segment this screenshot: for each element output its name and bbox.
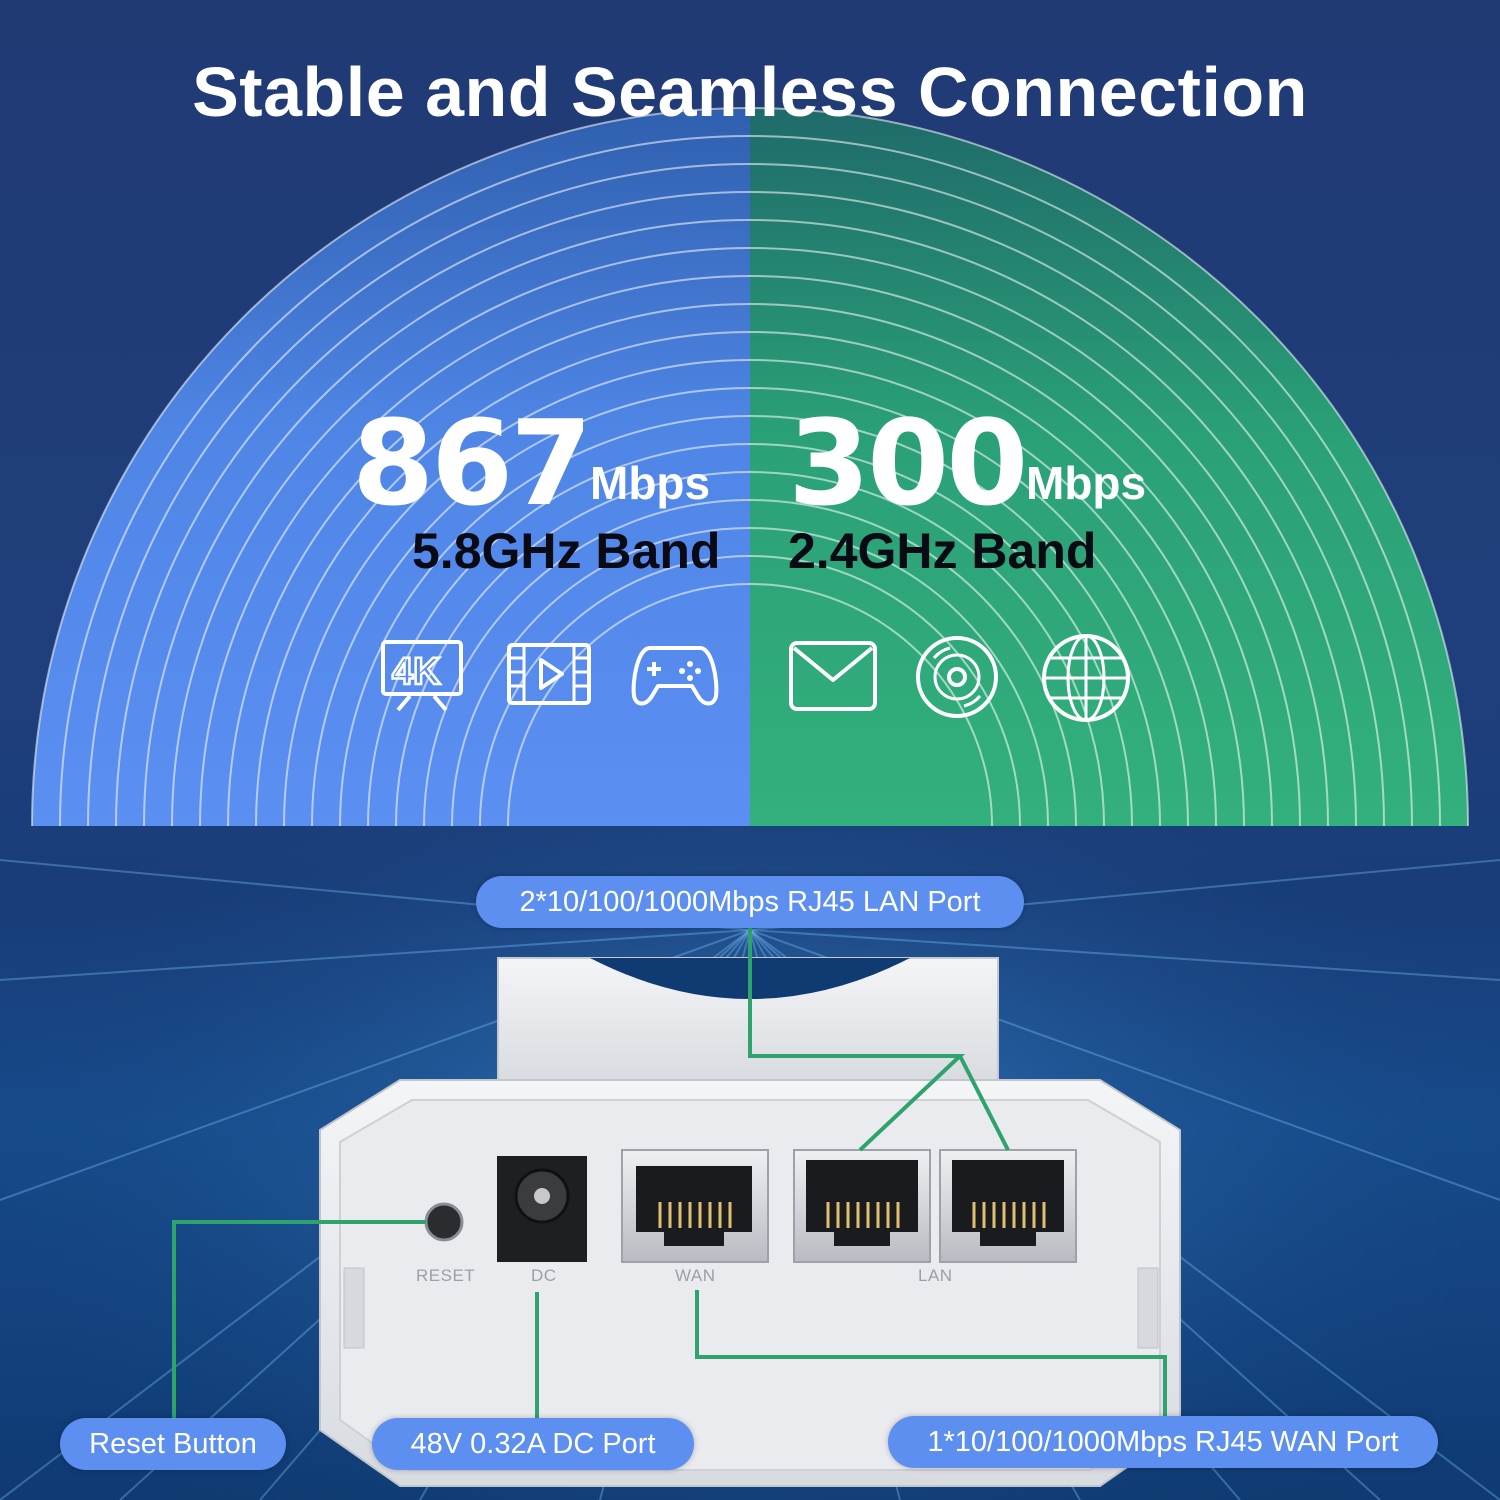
speed-5g-unit: Mbps: [590, 457, 711, 509]
reset-button-callout: Reset Button: [60, 1418, 286, 1470]
port-label-lan: LAN: [918, 1266, 953, 1285]
dc-port-callout: 48V 0.32A DC Port: [372, 1418, 694, 1470]
band-2g-label: 2.4GHz Band: [788, 523, 1097, 579]
port-label-dc: DC: [531, 1266, 557, 1285]
speed-2g-value: 300: [788, 394, 1028, 532]
access-point-device: [172, 926, 1181, 1487]
4k-tv-icon: 4K: [381, 640, 463, 712]
mail-icon: [789, 641, 877, 711]
lan-port-callout: 2*10/100/1000Mbps RJ45 LAN Port: [476, 876, 1024, 928]
svg-text:4K: 4K: [392, 651, 441, 693]
port-label-wan: WAN: [675, 1266, 716, 1285]
port-label-reset: RESET: [416, 1266, 476, 1285]
globe-icon: [1042, 634, 1130, 722]
band-5g-label: 5.8GHz Band: [412, 523, 721, 579]
speed-5g-value: 867: [352, 394, 592, 532]
wan-port-callout: 1*10/100/1000Mbps RJ45 WAN Port: [888, 1416, 1438, 1468]
speed-2g: 300: [788, 394, 1028, 532]
speed-2g-unit: Mbps: [1026, 457, 1147, 509]
disc-icon: [916, 636, 998, 718]
gamepad-icon: [631, 646, 719, 706]
video-play-icon: [507, 643, 591, 705]
page-title: Stable and Seamless Connection: [192, 53, 1308, 131]
speed-5g: 867: [352, 394, 592, 532]
